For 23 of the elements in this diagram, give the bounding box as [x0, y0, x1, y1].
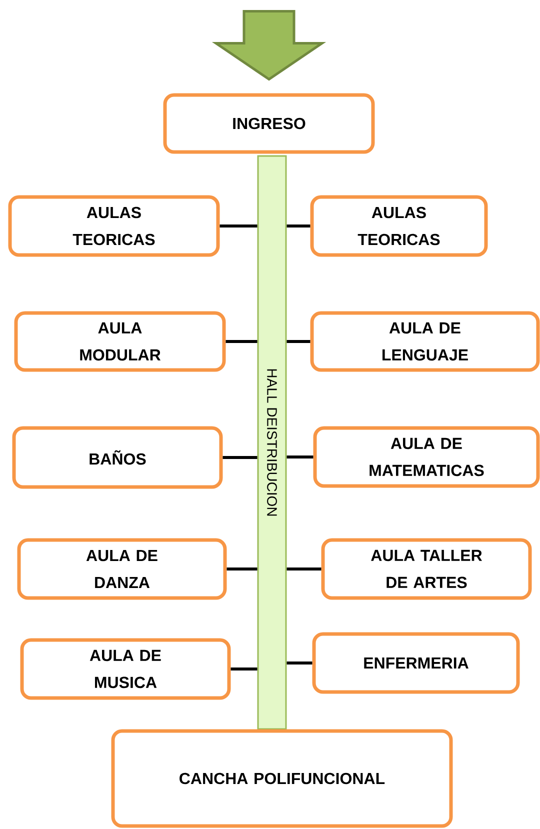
- connector-line: [286, 568, 322, 570]
- connector-line: [286, 224, 310, 228]
- room-box: AULA DE LENGUAJE: [310, 311, 540, 372]
- connector-line: [222, 456, 258, 459]
- connector-line: [226, 340, 258, 343]
- room-box: AULA MODULAR: [14, 311, 226, 372]
- connector-line: [286, 662, 312, 664]
- connector-line: [286, 340, 310, 343]
- room-box: AULA TALLER DE ARTES: [321, 538, 532, 600]
- hall-bar: HALL DEISTRIBUCION: [257, 155, 287, 730]
- room-box: AULA DE DANZA: [17, 538, 227, 600]
- room-box: ENFERMERIA: [312, 632, 520, 694]
- room-box: BAÑOS: [12, 426, 223, 489]
- connector-line: [230, 668, 258, 670]
- room-box: INGRESO: [163, 93, 375, 154]
- room-box: AULA DE MATEMATICAS: [313, 426, 540, 488]
- room-box: AULA DE MUSICA: [20, 638, 231, 700]
- connector-line: [226, 568, 258, 570]
- room-box: AULAS TEORICAS: [310, 195, 488, 257]
- room-box: AULAS TEORICAS: [8, 195, 220, 257]
- connector-line: [286, 456, 314, 458]
- room-box: CANCHA POLIFUNCIONAL: [111, 729, 453, 828]
- connector-line: [220, 224, 258, 228]
